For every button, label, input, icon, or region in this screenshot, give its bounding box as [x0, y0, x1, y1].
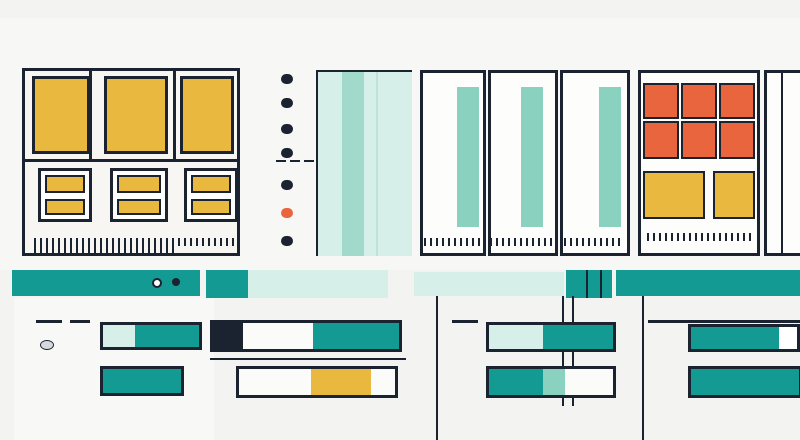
- tick-strip: [34, 246, 174, 254]
- teal-header-bar[interactable]: [616, 270, 800, 296]
- divider: [89, 71, 92, 159]
- pale-column-panel: [316, 70, 412, 256]
- orange-cell: [719, 83, 755, 119]
- bar-fill: [313, 323, 399, 349]
- yellow-card-2[interactable]: [104, 76, 168, 154]
- bar-fill: [543, 325, 613, 349]
- yellow-cell: [643, 171, 705, 219]
- bar-fill: [489, 325, 543, 349]
- vertical-slider-track[interactable]: [278, 68, 296, 256]
- pale-header-bar: [414, 272, 564, 296]
- slider-knob-icon[interactable]: [281, 208, 293, 218]
- stack-top: [117, 175, 161, 193]
- dash-mark: [70, 320, 90, 323]
- mint-bar: [599, 87, 621, 227]
- slider-knob-icon[interactable]: [281, 180, 293, 190]
- stack-bottom: [191, 199, 231, 215]
- divider: [600, 270, 602, 298]
- teal-header-tab[interactable]: [206, 270, 248, 298]
- yellow-card-1[interactable]: [32, 76, 90, 154]
- mint-panel-2[interactable]: [488, 70, 558, 256]
- teal-header-bar[interactable]: [566, 270, 612, 298]
- slider-knob-icon[interactable]: [281, 148, 293, 158]
- small-yellow-stack-3[interactable]: [184, 168, 238, 222]
- mint-bar: [521, 87, 543, 227]
- radio-button-icon[interactable]: [172, 278, 180, 286]
- orange-cell: [681, 121, 717, 159]
- stack-top: [191, 175, 231, 193]
- divider: [781, 73, 783, 253]
- edge-panel: [764, 70, 800, 256]
- divider: [210, 358, 406, 360]
- progress-bar-3[interactable]: [210, 320, 402, 352]
- bar-fill: [311, 369, 371, 395]
- slider-knob-icon[interactable]: [281, 236, 293, 246]
- orange-cell: [643, 121, 679, 159]
- stack-top: [45, 175, 85, 193]
- connector: [642, 296, 644, 440]
- connector: [436, 296, 438, 440]
- bar-fill: [371, 369, 395, 395]
- color-grid-panel: [638, 70, 760, 256]
- divider: [586, 270, 588, 298]
- dash-mark: [36, 320, 62, 323]
- dash-mark: [452, 320, 478, 323]
- progress-bar-1[interactable]: [100, 322, 202, 350]
- stack-bottom: [45, 199, 85, 215]
- bar-fill: [135, 325, 199, 347]
- progress-bar-5[interactable]: [486, 322, 616, 352]
- slider-knob-icon[interactable]: [281, 98, 293, 108]
- small-yellow-stack-2[interactable]: [110, 168, 168, 222]
- bar-fill: [691, 369, 799, 395]
- progress-bar-2[interactable]: [100, 366, 184, 396]
- bar-fill: [103, 325, 135, 347]
- progress-bar-7[interactable]: [688, 324, 800, 352]
- pale-header-bar: [248, 270, 388, 298]
- bar-fill: [103, 369, 181, 393]
- orange-cell: [643, 83, 679, 119]
- bar-fill: [489, 369, 543, 395]
- bar-fill: [213, 323, 243, 349]
- yellow-cell: [713, 171, 755, 219]
- divider: [25, 159, 237, 162]
- bar-fill: [691, 327, 779, 349]
- slider-knob-icon[interactable]: [281, 74, 293, 84]
- tick-strip: [647, 233, 751, 241]
- mint-panel-3[interactable]: [560, 70, 630, 256]
- small-yellow-stack-1[interactable]: [38, 168, 92, 222]
- bar-fill: [239, 369, 311, 395]
- teal-header-bar[interactable]: [12, 270, 200, 296]
- stack-bottom: [117, 199, 161, 215]
- column-line: [376, 72, 378, 256]
- orange-cell: [681, 83, 717, 119]
- dash-mark: [648, 320, 800, 323]
- tick-strip: [34, 238, 234, 246]
- progress-bar-6[interactable]: [486, 366, 616, 398]
- progress-bar-8[interactable]: [688, 366, 800, 398]
- bar-fill: [543, 369, 565, 395]
- yellow-card-3[interactable]: [180, 76, 234, 154]
- radio-button-icon[interactable]: [40, 340, 54, 350]
- bar-fill: [243, 323, 313, 349]
- orange-cell: [719, 121, 755, 159]
- slider-knob-icon[interactable]: [281, 124, 293, 134]
- radio-button-icon[interactable]: [152, 278, 162, 288]
- mint-stripe: [342, 72, 364, 256]
- mint-panel-1[interactable]: [420, 70, 486, 256]
- divider: [173, 71, 176, 159]
- tick-strip: [424, 238, 554, 246]
- progress-bar-4[interactable]: [236, 366, 398, 398]
- tick-strip: [564, 238, 624, 246]
- bar-fill: [565, 369, 613, 395]
- mint-bar: [457, 87, 479, 227]
